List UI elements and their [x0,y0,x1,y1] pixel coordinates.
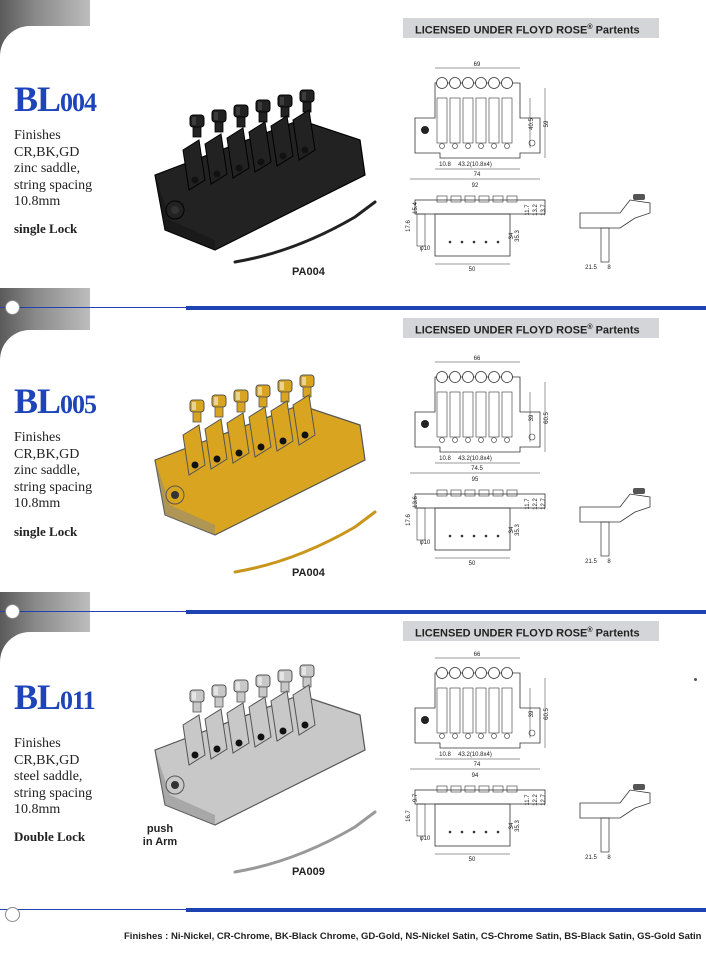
svg-text:59: 59 [544,120,550,127]
svg-text:35.3: 35.3 [515,820,521,832]
model-name: BL011 [14,677,96,717]
lock-type: single Lock [14,221,78,236]
svg-text:10.8: 10.8 [439,752,451,758]
svg-text:17.6: 17.6 [406,220,412,232]
license-banner: LICENSED UNDER FLOYD ROSE® Partents [403,621,659,641]
svg-text:39: 39 [529,414,535,421]
bridge-illustration [154,664,377,874]
binder-hole [5,907,20,922]
svg-text:21.5: 21.5 [585,855,597,861]
svg-text:11.7: 11.7 [525,794,531,806]
svg-text:12.2: 12.2 [533,794,539,806]
svg-text:43.2(10.8x4): 43.2(10.8x4) [458,162,492,168]
svg-text:12.7: 12.7 [541,794,547,806]
svg-text:43.2(10.8x4): 43.2(10.8x4) [458,752,492,758]
arm-model-label: PA004 [292,266,325,278]
svg-text:17.6: 17.6 [406,514,412,526]
svg-text:15.4: 15.4 [413,202,419,214]
svg-text:8: 8 [607,265,611,271]
section-divider [0,908,706,912]
svg-text:74: 74 [474,172,481,178]
svg-text:13.7: 13.7 [541,204,547,216]
svg-text:12.7: 12.7 [541,498,547,510]
svg-text:60.5: 60.5 [544,412,550,424]
svg-text:16.7: 16.7 [406,810,412,822]
license-banner: LICENSED UNDER FLOYD ROSE® Partents [403,18,659,38]
lock-type: single Lock [14,524,78,539]
svg-text:40.5: 40.5 [529,118,535,130]
svg-text:φ10: φ10 [420,246,431,252]
svg-text:10.8: 10.8 [439,162,451,168]
svg-text:50: 50 [469,267,476,273]
svg-text:69: 69 [474,62,481,68]
bridge-illustration [154,89,377,264]
svg-text:φ10: φ10 [420,540,431,546]
section-divider [0,306,706,310]
svg-text:60.5: 60.5 [544,708,550,720]
binder-hole [5,604,20,619]
svg-text:50: 50 [469,561,476,567]
svg-text:34: 34 [509,822,515,829]
product-card-bl011 [0,632,706,898]
svg-text:8: 8 [607,559,611,565]
technical-drawing-bl005: 66 39 60.5 10.8 43.2(10.8x4) 74.5 95 17.613.6 11… [406,356,651,567]
svg-text:11.7: 11.7 [525,204,531,216]
svg-text:34: 34 [509,526,515,533]
finishes-legend: Finishes : Ni-Nickel, CR-Chrome, BK-Blac… [124,931,702,942]
footer-strip [0,898,706,958]
license-banner: LICENSED UNDER FLOYD ROSE® Partents [403,318,659,338]
svg-text:34: 34 [509,232,515,239]
lock-type: Double Lock [14,829,86,844]
svg-text:12.2: 12.2 [533,498,539,510]
svg-text:φ10: φ10 [420,836,431,842]
arm-model-label: PA009 [292,866,325,878]
svg-text:74: 74 [474,762,481,768]
section-divider [0,610,706,614]
svg-text:35.3: 35.3 [515,230,521,242]
bridge-photo-bl011 [154,664,377,874]
binder-hole [5,300,20,315]
svg-text:92: 92 [472,183,479,189]
technical-drawing-bl004: 69 40.5 59 10.8 43.2(10.8x4) 74 92 17.615.4 11.7… [406,62,651,273]
svg-text:50: 50 [469,857,476,863]
svg-text:9.7: 9.7 [413,793,419,802]
svg-text:21.5: 21.5 [585,559,597,565]
svg-text:13.6: 13.6 [413,496,419,508]
svg-text:95: 95 [472,477,479,483]
svg-text:66: 66 [474,356,481,362]
bridge-photo-bl005 [154,374,377,574]
svg-text:94: 94 [472,773,479,779]
speck [694,678,697,681]
model-name: BL004 [14,79,97,119]
arm-model-label: PA004 [292,567,325,579]
svg-text:13.2: 13.2 [533,204,539,216]
svg-text:39: 39 [529,710,535,717]
svg-text:66: 66 [474,652,481,658]
svg-text:43.2(10.8x4): 43.2(10.8x4) [458,456,492,462]
bridge-illustration [154,374,377,574]
bridge-photo-bl004 [154,89,377,264]
svg-text:35.3: 35.3 [515,524,521,536]
svg-text:21.5: 21.5 [585,265,597,271]
svg-text:74.5: 74.5 [471,466,483,472]
svg-text:8: 8 [607,855,611,861]
model-name: BL005 [14,381,97,421]
svg-text:11.7: 11.7 [525,498,531,510]
svg-text:10.8: 10.8 [439,456,451,462]
